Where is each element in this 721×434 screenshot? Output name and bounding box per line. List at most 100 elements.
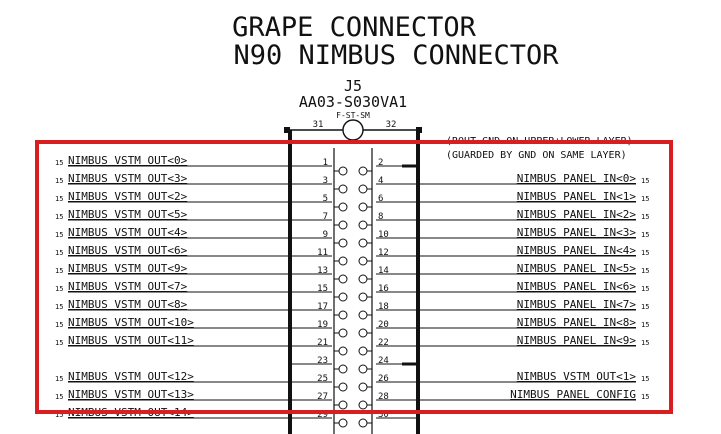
pin-contact-left (338, 184, 348, 194)
pin-contact-right (358, 202, 368, 212)
net-label-right: NIMBUS_PANEL_IN<9> (517, 334, 637, 347)
pin-number-left: 9 (323, 230, 328, 240)
net-page-ref-right: 15 (641, 213, 649, 221)
net-label-right: NIMBUS_PANEL_IN<2> (517, 208, 637, 221)
net-label-left: NIMBUS_VSTM_OUT<11> (68, 334, 194, 347)
pin-number-left: 11 (317, 248, 328, 258)
net-label-right: NIMBUS_PANEL_IN<1> (517, 190, 637, 203)
part-number: AA03-S030VA1 (299, 93, 407, 111)
pin-number-right: 16 (378, 284, 389, 294)
net-label-left: NIMBUS_VSTM_OUT<9> (68, 262, 188, 275)
pin-contact-right (358, 238, 368, 248)
net-page-ref-right: 15 (641, 339, 649, 347)
net-page-ref-left: 15 (55, 213, 63, 221)
net-label-left: NIMBUS_VSTM_OUT<8> (68, 298, 188, 311)
net-label-right: NIMBUS_PANEL_IN<5> (517, 262, 637, 275)
title-line-1: GRAPE CONNECTOR (232, 12, 477, 43)
net-page-ref-right: 15 (641, 231, 649, 239)
pin-number-left: 5 (323, 194, 328, 204)
pin-number-right: 30 (378, 410, 389, 420)
net-page-ref-right: 15 (641, 195, 649, 203)
ground-stub (402, 362, 418, 366)
pin-number-right: 14 (378, 266, 389, 276)
pin-number-right: 18 (378, 302, 389, 312)
net-page-ref-right: 15 (641, 285, 649, 293)
net-label-left: NIMBUS_VSTM_OUT<2> (68, 190, 188, 203)
net-page-ref-right: 15 (641, 375, 649, 383)
pin-contact-right (358, 364, 368, 374)
pin-contact-left (338, 220, 348, 230)
net-label-right: NIMBUS_PANEL_IN<6> (517, 280, 637, 293)
pin-contact-right (358, 274, 368, 284)
net-label-left: NIMBUS_VSTM_OUT<6> (68, 244, 188, 257)
pin-number-right: 22 (378, 338, 389, 348)
pin-contact-left (338, 346, 348, 356)
pin-number-left: 17 (317, 302, 328, 312)
pin-number-left: 1 (323, 158, 328, 168)
pin-number-right: 26 (378, 374, 389, 384)
pin-number-right: 20 (378, 320, 389, 330)
pin-contact-right (358, 292, 368, 302)
pin-contact-left (338, 292, 348, 302)
pin-number-left: 3 (323, 176, 328, 186)
pin-number-left: 15 (317, 284, 328, 294)
net-page-ref-left: 15 (55, 267, 63, 275)
pin-contact-left (338, 418, 348, 428)
mech-tab-circle (342, 119, 364, 141)
net-label-right: NIMBUS_PANEL_IN<7> (517, 298, 637, 311)
net-page-ref-right: 15 (641, 393, 649, 401)
pin-number-left: 7 (323, 212, 328, 222)
pin-contact-left (338, 310, 348, 320)
net-label-right: NIMBUS_PANEL_IN<3> (517, 226, 637, 239)
net-label-left: NIMBUS_VSTM_OUT<7> (68, 280, 188, 293)
net-label-left: NIMBUS_VSTM_OUT<12> (68, 370, 194, 383)
net-page-ref-left: 15 (55, 249, 63, 257)
pin-contact-right (358, 184, 368, 194)
pin-contact-right (358, 310, 368, 320)
net-label-left: NIMBUS_VSTM_OUT<5> (68, 208, 188, 221)
net-page-ref-left: 15 (55, 393, 63, 401)
pin-number-left: 13 (317, 266, 328, 276)
highlight-frame (35, 140, 673, 414)
net-page-ref-left: 15 (55, 411, 63, 419)
net-label-left: NIMBUS_VSTM_OUT<13> (68, 388, 194, 401)
net-label-left: NIMBUS_VSTM_OUT<4> (68, 226, 188, 239)
pin-contact-left (338, 256, 348, 266)
mech-pin-left: 31 (313, 120, 324, 130)
net-page-ref-left: 15 (55, 285, 63, 293)
net-label-left: NIMBUS_VSTM_OUT<3> (68, 172, 188, 185)
pin-contact-right (358, 418, 368, 428)
net-page-ref-right: 15 (641, 321, 649, 329)
pin-number-left: 23 (317, 356, 328, 366)
pin-number-left: 21 (317, 338, 328, 348)
mech-tab-left (284, 127, 290, 133)
pin-number-left: 29 (317, 410, 328, 420)
net-label-right: NIMBUS_VSTM_OUT<1> (517, 370, 637, 383)
net-page-ref-left: 15 (55, 339, 63, 347)
net-label-right: NIMBUS_PANEL_IN<8> (517, 316, 637, 329)
pin-contact-right (358, 400, 368, 410)
net-page-ref-right: 15 (641, 249, 649, 257)
pin-number-right: 6 (378, 194, 383, 204)
pin-number-right: 12 (378, 248, 389, 258)
pin-contact-left (338, 202, 348, 212)
pin-number-right: 24 (378, 356, 389, 366)
pin-number-left: 19 (317, 320, 328, 330)
net-page-ref-left: 15 (55, 303, 63, 311)
pin-number-right: 4 (378, 176, 383, 186)
pin-contact-left (338, 382, 348, 392)
pin-number-right: 2 (378, 158, 383, 168)
net-label-left: NIMBUS_VSTM_OUT<0> (68, 154, 188, 167)
net-page-ref-right: 15 (641, 267, 649, 275)
routing-note-2: (GUARDED BY GND ON SAME LAYER) (446, 150, 627, 161)
net-label-left: NIMBUS_VSTM_OUT<10> (68, 316, 194, 329)
title-line-2: N90 NIMBUS CONNECTOR (233, 40, 559, 71)
pin-contact-left (338, 238, 348, 248)
net-page-ref-left: 15 (55, 321, 63, 329)
mech-pin-right: 32 (386, 120, 397, 130)
pin-contact-left (338, 166, 348, 176)
pin-contact-left (338, 274, 348, 284)
net-label-right: NIMBUS_PANEL_CONFIG (510, 388, 636, 401)
net-page-ref-left: 15 (55, 195, 63, 203)
